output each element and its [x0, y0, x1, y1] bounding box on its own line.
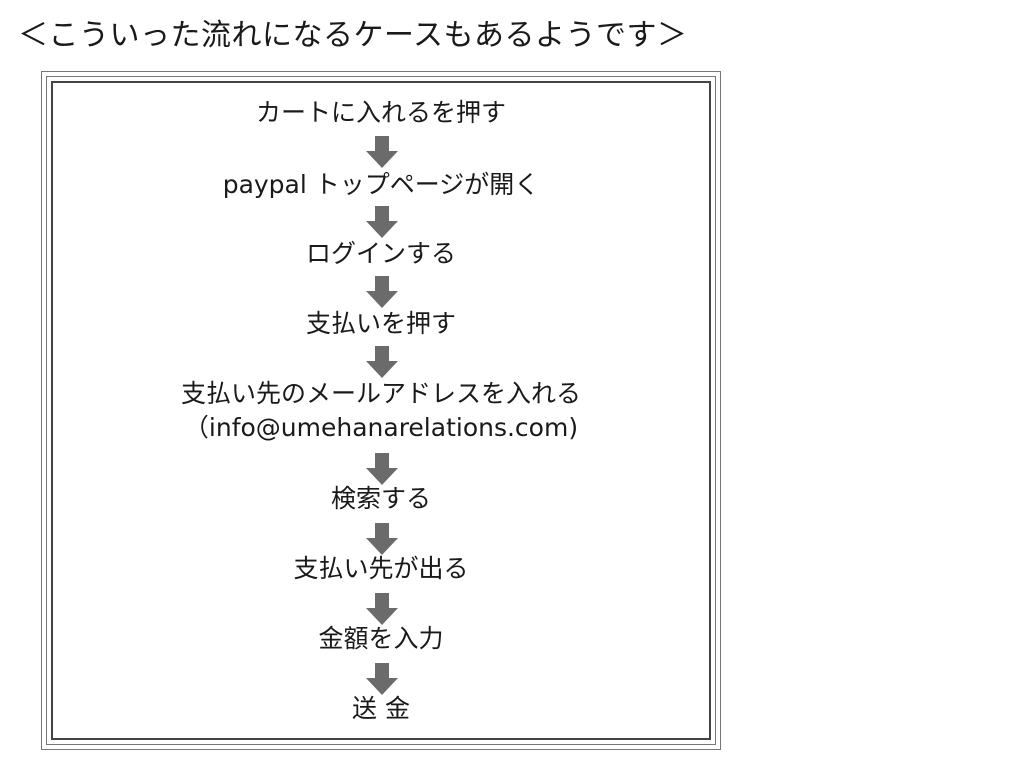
flow-step-paypal-top-page: paypal トップページが開く [41, 168, 721, 202]
down-arrow-icon [366, 453, 398, 485]
down-arrow-icon [366, 276, 398, 308]
flow-step-label: ログインする [305, 239, 456, 268]
down-arrow-icon [366, 523, 398, 555]
flow-step-press-pay: 支払いを押す [41, 307, 721, 341]
flow-step-label: paypal トップページが開く [222, 170, 540, 199]
flow-frame-inner-border [51, 81, 711, 740]
flow-frame-outer-border [41, 71, 721, 750]
flow-step-enter-recipient-email: 支払い先のメールアドレスを入れる （info@umehanarelations.… [41, 377, 721, 445]
flow-step-send-money: 送 金 [41, 692, 721, 726]
flow-step-label: 支払い先が出る [293, 554, 469, 583]
down-arrow-icon [366, 206, 398, 238]
flow-step-search: 検索する [41, 482, 721, 516]
down-arrow-icon [366, 663, 398, 695]
flow-step-label: 金額を入力 [318, 624, 444, 653]
flow-frame-middle-border [46, 76, 716, 745]
down-arrow-icon [366, 346, 398, 378]
flow-step-label: カートに入れるを押す [255, 98, 506, 127]
flow-step-email-address: （info@umehanarelations.com) [183, 413, 579, 442]
flow-step-label: 支払い先のメールアドレスを入れる [180, 379, 581, 408]
down-arrow-icon [366, 593, 398, 625]
flow-step-recipient-shown: 支払い先が出る [41, 552, 721, 586]
page-title: ＜こういった流れになるケースもあるようです＞ [18, 18, 688, 53]
flow-step-enter-amount: 金額を入力 [41, 622, 721, 656]
flow-step-label: 送 金 [352, 694, 410, 723]
flow-step-label: 検索する [330, 484, 431, 513]
flow-step-add-to-cart: カートに入れるを押す [41, 96, 721, 130]
flow-step-login: ログインする [41, 237, 721, 271]
flow-step-label: 支払いを押す [305, 309, 456, 338]
down-arrow-icon [366, 136, 398, 168]
